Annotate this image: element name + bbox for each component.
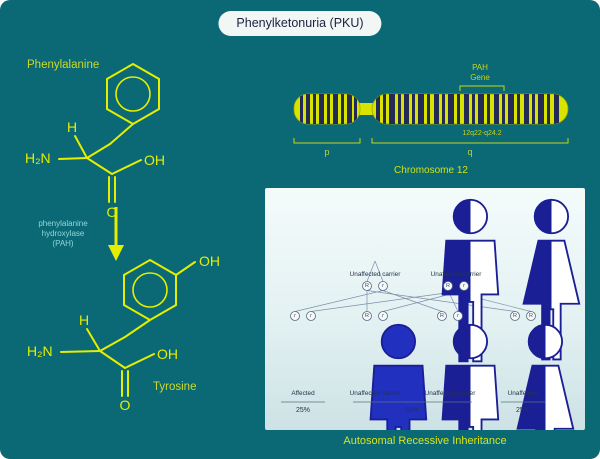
svg-text:r: r — [310, 313, 312, 319]
hydroxyl-label: OH — [144, 152, 165, 168]
chromosome-figure: PAH Gene 12 — [293, 63, 569, 176]
enzyme-label-line1: phenylalanine — [38, 219, 88, 228]
child-allele-circles: r r R r R r R R — [290, 311, 536, 321]
percent-affected: 25% — [296, 407, 310, 414]
child-label: Unaffected carrier — [350, 390, 402, 397]
enzyme-label-line2: hydroxylase — [41, 229, 85, 238]
child-figure-carrier-male — [442, 324, 499, 459]
percent-unaffected: 25% — [516, 407, 530, 414]
svg-text:r: r — [382, 283, 384, 289]
phenylalanine-label: Phenylalanine — [27, 59, 99, 71]
pedigree-panel: Unaffected carrier Unaffected carrier R … — [265, 188, 600, 459]
pedigree-caption: Autosomal Recessive Inheritance — [343, 435, 507, 447]
svg-text:r: r — [463, 283, 465, 289]
svg-text:R: R — [513, 313, 517, 319]
carbonyl-o-label: O — [120, 397, 131, 413]
tyrosine-bonds — [60, 261, 196, 397]
svg-text:R: R — [365, 313, 369, 319]
gene-bracket — [459, 85, 505, 91]
pedigree-chart: Unaffected carrier Unaffected carrier R … — [281, 199, 600, 459]
reaction-arrow — [108, 207, 124, 261]
child-label: Unaffected carrier — [425, 390, 477, 397]
pah-gene-label-line1: PAH — [472, 63, 488, 72]
phenylalanine-bonds — [58, 123, 142, 203]
benzene-ring — [106, 62, 160, 126]
svg-text:r: r — [294, 313, 296, 319]
carbonyl-o-label: O — [107, 204, 118, 220]
p-arm-bands — [300, 94, 357, 124]
parent-allele-circles: R r R r — [362, 281, 469, 291]
parent-label: Unaffected carrier — [431, 271, 483, 278]
child-figure-carrier-female — [517, 324, 574, 459]
svg-text:R: R — [440, 313, 444, 319]
phenylalanine-structure: Phenylalanine H H₂N OH O — [25, 59, 165, 220]
svg-text:R: R — [365, 283, 369, 289]
page-title: Phenylketonuria (PKU) — [218, 11, 382, 36]
q-arm-bands — [376, 94, 559, 124]
p-arm-label: p — [324, 147, 329, 157]
p-bracket — [293, 138, 361, 144]
child-label: Affected — [291, 390, 315, 397]
pah-gene-label-line2: Gene — [470, 73, 490, 82]
q-arm-label: q — [467, 147, 472, 157]
alpha-h-label: H — [67, 119, 77, 135]
enzyme-label: phenylalanine hydroxylase (PAH) — [20, 219, 106, 249]
hydroxyl-label: OH — [157, 346, 178, 362]
tyrosine-structure: OH H H₂N OH O Tyrosine — [27, 253, 220, 413]
tyrosine-label: Tyrosine — [153, 381, 196, 393]
svg-text:R: R — [446, 283, 450, 289]
q-bracket — [371, 138, 569, 144]
percent-carriers: 50% — [405, 407, 419, 414]
chromosome-caption: Chromosome 12 — [394, 165, 468, 176]
region-label: 12q22-q24.2 — [462, 130, 501, 137]
page-title-text: Phenylketonuria (PKU) — [236, 16, 364, 30]
child-label: Unaffected — [508, 390, 539, 397]
svg-text:R: R — [529, 313, 533, 319]
child-figure-affected-male — [370, 324, 427, 459]
ring-hydroxyl-label: OH — [199, 253, 220, 269]
parent-label: Unaffected carrier — [350, 271, 402, 278]
alpha-h-label: H — [79, 312, 89, 328]
amine-label: H₂N — [25, 150, 51, 166]
benzene-ring — [123, 258, 177, 322]
svg-text:r: r — [382, 313, 384, 319]
enzyme-label-line3: (PAH) — [52, 239, 74, 248]
amine-label: H₂N — [27, 343, 53, 359]
svg-text:r: r — [457, 313, 459, 319]
